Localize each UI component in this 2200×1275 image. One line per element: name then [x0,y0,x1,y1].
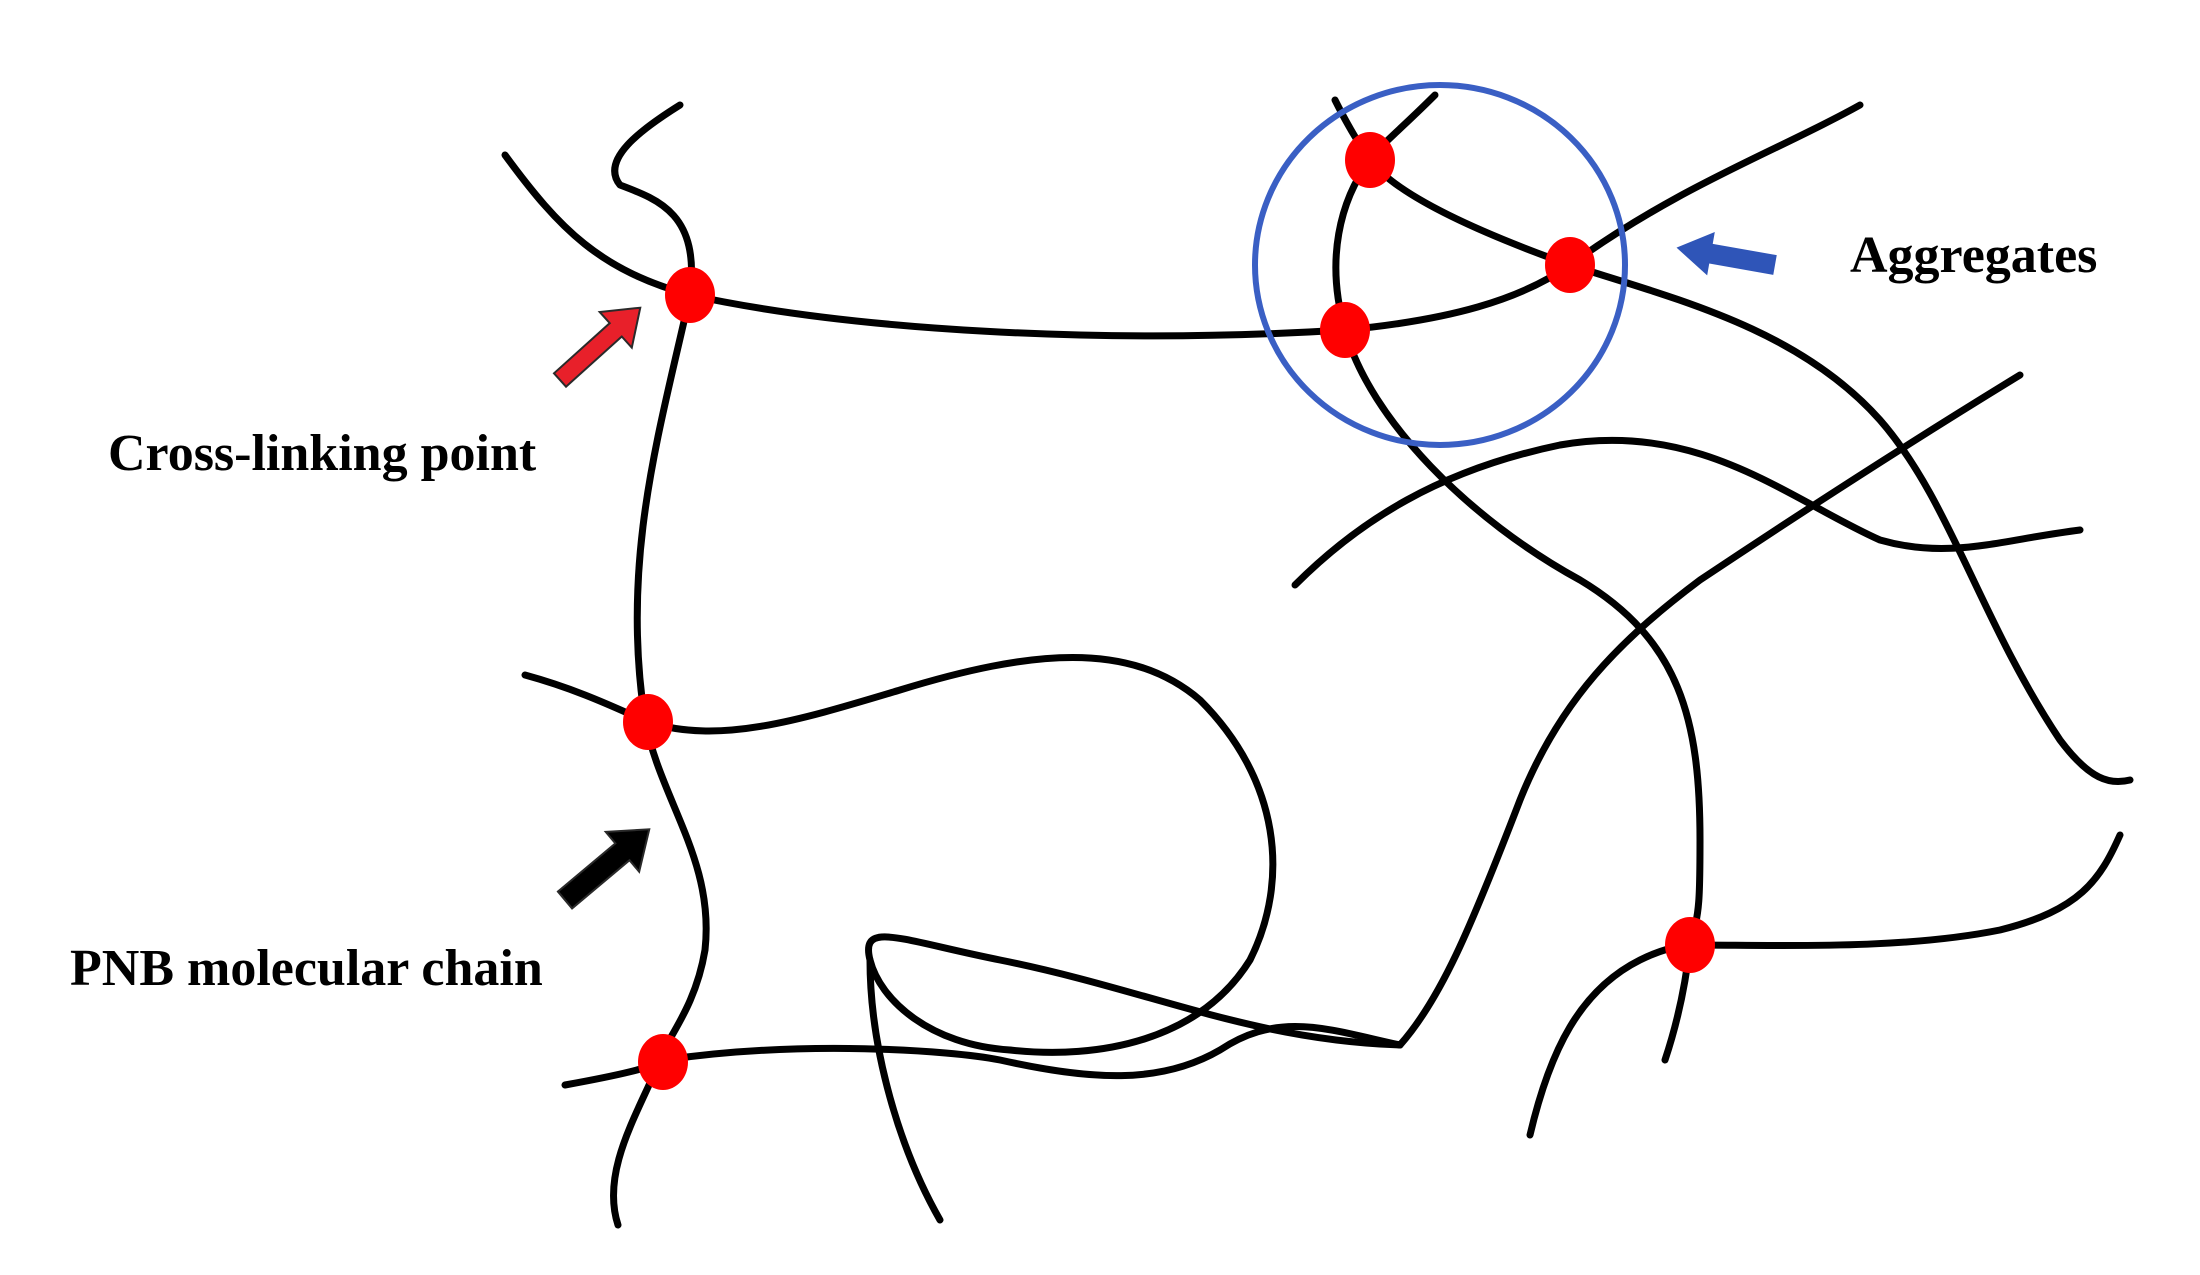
crosslink-dot-bottom-left [638,1034,688,1090]
chain-bottom-tail [866,956,944,1224]
crosslink-dot-aggregate-right [1545,237,1595,293]
chain-right-descending [1566,261,2134,786]
chain-left-vertical [610,291,710,1229]
red-arrow-icon [552,306,642,389]
chain-bottom-loop [865,371,2024,1054]
blue-arrow-icon [1676,232,1777,276]
black-arrow-icon [556,828,651,910]
crosslink-dot-aggregate-bottom [1320,302,1370,358]
pnb-chain-label: PNB molecular chain [70,940,543,997]
aggregates-label: Aggregates [1850,227,2097,284]
crosslink-dot-top-left [665,267,715,323]
chain-bottom-right [1526,831,2124,1139]
chain-top [501,101,1864,340]
aggregate-circle-marker [1252,82,1628,448]
crosslink-dot-aggregate-top [1345,132,1395,188]
chain-top-wavy [611,101,695,299]
cross-linking-label: Cross-linking point [108,425,537,482]
chain-bottom [561,1023,1404,1089]
chain-right-middle [1291,436,2084,589]
crosslink-dot-bottom-right [1665,917,1715,973]
chain-aggregate-top [1331,96,1574,269]
crosslink-dot-middle-left [623,694,673,750]
crosslink-points [623,132,1715,1090]
